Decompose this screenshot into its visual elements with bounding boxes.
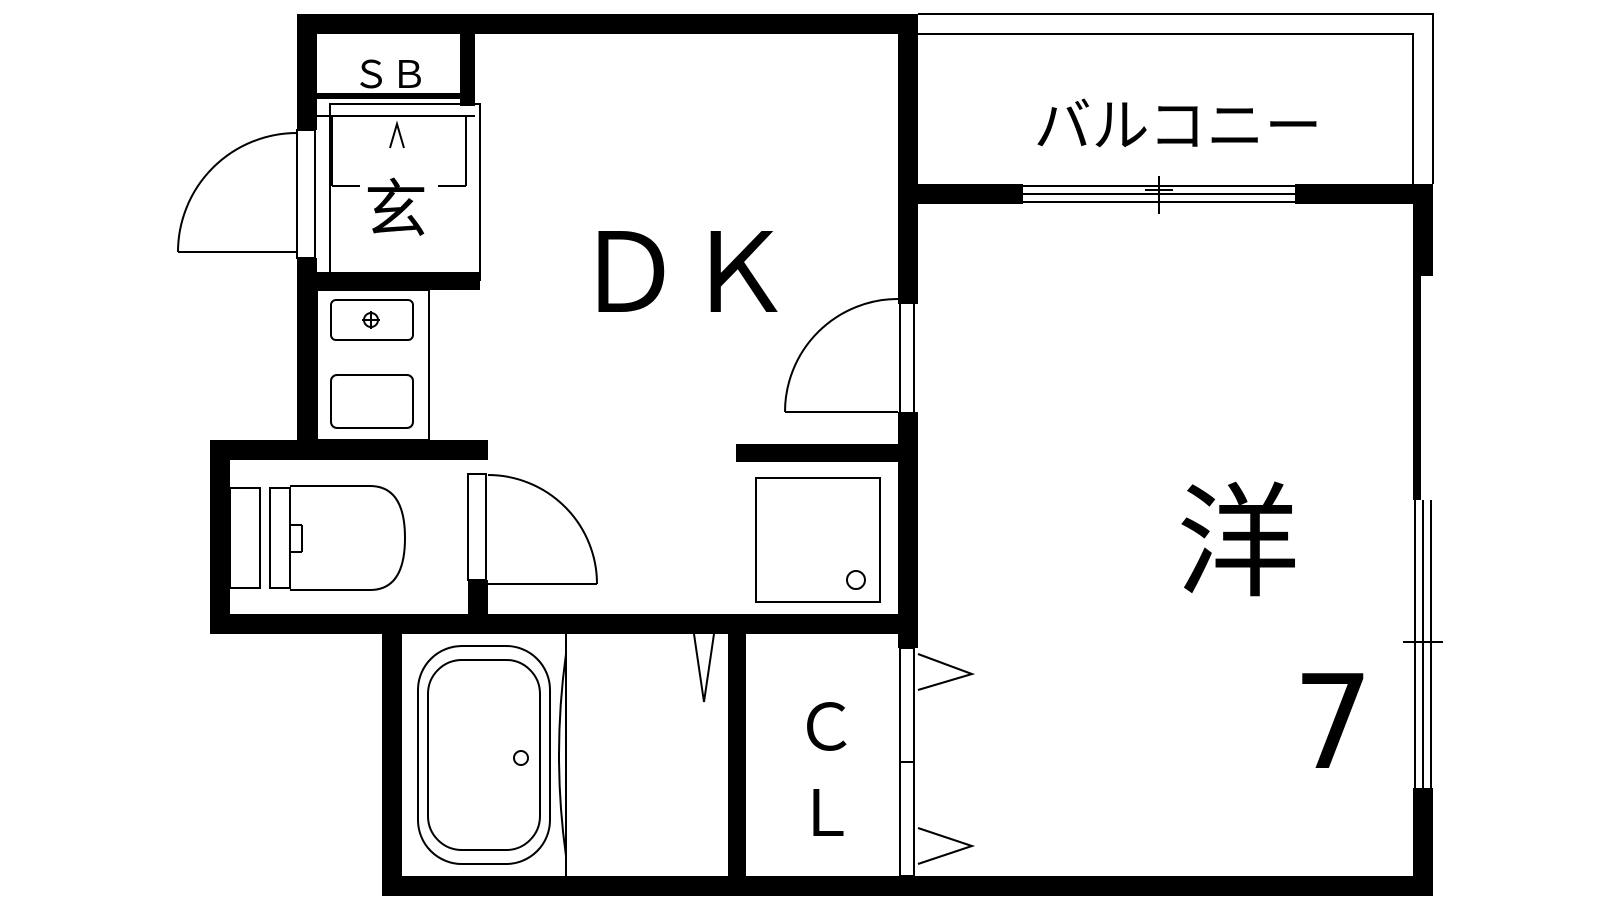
storage-sb-label: ＳＢ [352, 53, 428, 97]
closet-label-c: Ｃ [794, 692, 858, 766]
bath-divider [558, 634, 567, 876]
western-room-label: 洋 [1176, 472, 1300, 616]
fixtures [177, 13, 1443, 877]
washing-machine-pan [755, 477, 881, 603]
room-door [784, 298, 915, 415]
balcony-label: バルコニー [1034, 92, 1323, 160]
entrance-step [317, 103, 481, 281]
balcony-window [1023, 176, 1295, 214]
kitchen-counter[interactable] [316, 289, 430, 441]
closet-doors [899, 647, 976, 877]
dining-kitchen-label: ＤＫ [574, 210, 794, 338]
closet-label-l: Ｌ [794, 778, 858, 852]
side-window [1403, 500, 1443, 788]
toilet [229, 485, 407, 591]
entrance-door [177, 129, 316, 259]
washroom-sliding-door [585, 617, 715, 703]
walls [210, 14, 1433, 896]
toilet-door [467, 473, 598, 585]
bathtub [417, 645, 551, 865]
western-room-size: 7 [1292, 647, 1375, 799]
entrance-label: 玄 [364, 174, 428, 248]
